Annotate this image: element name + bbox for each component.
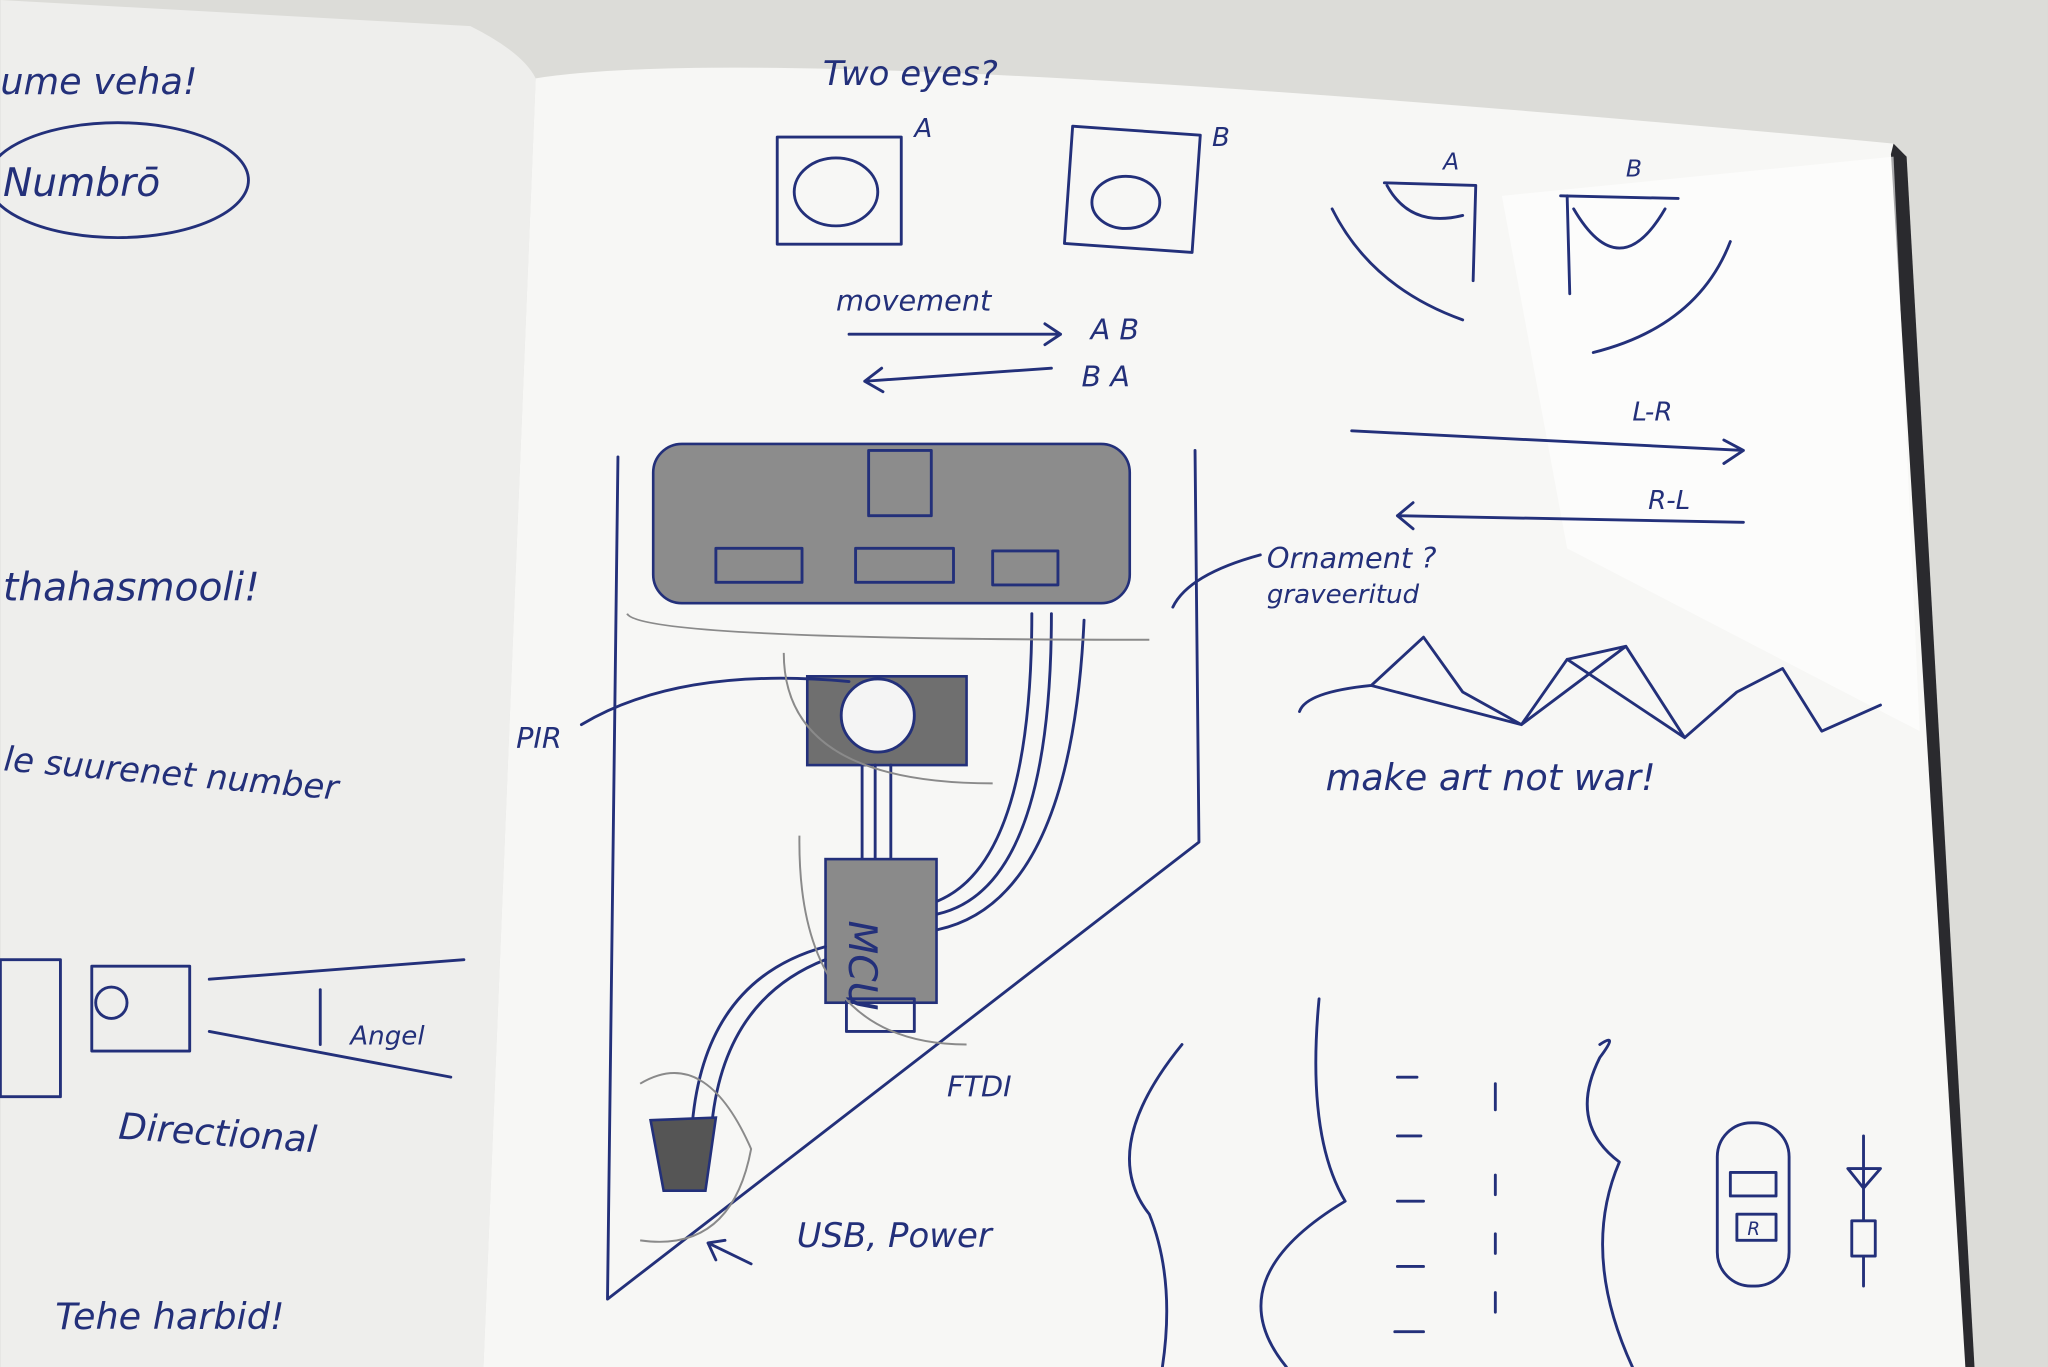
side-eye-b (1559, 194, 1680, 296)
engraved-label: graveeritud (1267, 580, 1420, 610)
board-connector-2 (854, 546, 955, 584)
rl-arrow (1395, 501, 1745, 531)
left-bottom-note: Tehe harbid! (55, 1295, 284, 1338)
rl-label: R-L (1648, 486, 1690, 516)
ornament-pointer (1171, 553, 1262, 609)
ornament-label: Ornament ? (1267, 541, 1437, 575)
spiral-wave (1585, 1038, 1634, 1367)
usb-arrow (706, 1238, 753, 1266)
left-page (0, 0, 536, 1367)
eye-b-lens (1090, 174, 1162, 230)
ornament-zigzag (1298, 635, 1882, 740)
pir-label: PIR (516, 721, 562, 755)
dash-marks (1393, 1075, 1497, 1334)
lr-label: L-R (1632, 397, 1672, 427)
component-r-box (1735, 1212, 1778, 1242)
light-patch (1501, 156, 1920, 732)
component-outline (1715, 1121, 1791, 1288)
angle-label: Angel (348, 1022, 425, 1052)
mcu-wires (936, 612, 1086, 932)
bubble-word: Numbrō (3, 161, 160, 206)
board-connector-1 (714, 546, 804, 584)
movement-ba: B A (1081, 359, 1129, 393)
left-sketch-box (0, 958, 62, 1099)
eye-a-label: A (912, 114, 932, 144)
pencil-outlines (626, 613, 1150, 1243)
led-symbol (1846, 1134, 1882, 1288)
pir-sensor-dome (839, 677, 916, 754)
field-of-view-arcs (1330, 207, 1732, 354)
slogan: make art not war! (1326, 756, 1656, 799)
ftdi-label: FTDI (947, 1070, 1012, 1104)
angle-lines (207, 958, 466, 1079)
side-b-label: B (1626, 154, 1642, 182)
sensor-circle-sketch (94, 985, 129, 1020)
component-rect (1728, 1171, 1778, 1198)
left-note-1: thahasmooli! (3, 566, 260, 611)
wave-2 (1259, 997, 1347, 1367)
eye-a-box (775, 135, 903, 246)
usb-label: USB, Power (797, 1216, 994, 1256)
board-button (867, 449, 933, 518)
pir-wires (860, 763, 893, 864)
arrow-left (863, 366, 1053, 394)
pir-pointer (579, 676, 851, 727)
word-bubble (0, 121, 250, 240)
side-eye-a (1382, 181, 1478, 283)
board-connector-3 (991, 549, 1060, 587)
usb-plug (649, 1116, 718, 1193)
enclosure-outline (606, 449, 1201, 1301)
mcu-label: MCU (839, 920, 884, 1010)
side-a-label: A (1441, 148, 1459, 176)
lr-arrow (1350, 429, 1745, 465)
wave-1 (1128, 1043, 1184, 1367)
eye-b-box (1063, 124, 1202, 254)
mcu-board (824, 857, 938, 1005)
directional-sketch (90, 964, 192, 1053)
ftdi-connector (844, 997, 916, 1033)
book-edge (1890, 143, 1975, 1367)
component-label: R (1747, 1219, 1760, 1240)
movement-label: movement (836, 284, 993, 318)
page-title: Two eyes? (823, 54, 998, 94)
movement-ab: A B (1089, 312, 1139, 346)
eye-a-lens (792, 156, 880, 228)
left-top-note: ume veha! (0, 60, 197, 103)
top-board-shaded (651, 442, 1132, 605)
eye-b-label: B (1212, 123, 1230, 153)
arrow-right (847, 322, 1062, 347)
